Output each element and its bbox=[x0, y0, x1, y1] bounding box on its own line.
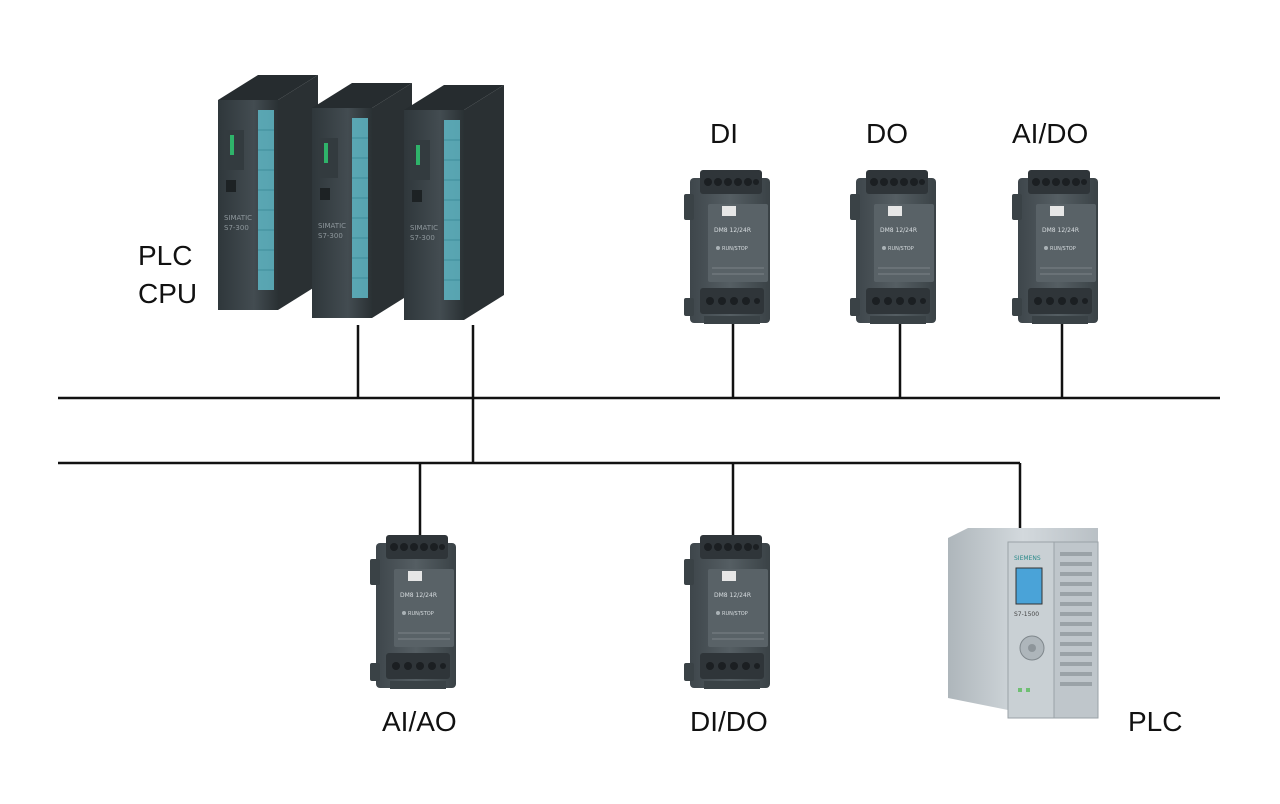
label-di-do: DI/DO bbox=[690, 706, 768, 737]
label-plc-cpu-line1: PLC bbox=[138, 240, 193, 271]
plc-cpu-rack bbox=[217, 74, 505, 321]
cpu-module-3 bbox=[403, 84, 505, 321]
di-module bbox=[683, 169, 771, 325]
label-ai-ao: AI/AO bbox=[382, 706, 457, 737]
cpu-module-1 bbox=[217, 74, 319, 311]
label-plc-cpu-line2: CPU bbox=[138, 278, 198, 309]
svg-text:SIEMENS: SIEMENS bbox=[1014, 555, 1041, 562]
cpu-module-2 bbox=[311, 82, 413, 319]
svg-text:S7-1500: S7-1500 bbox=[1014, 611, 1039, 618]
do-module bbox=[849, 169, 937, 325]
ai-do-module bbox=[1011, 169, 1099, 325]
label-do: DO bbox=[866, 118, 908, 149]
di-do-module bbox=[683, 534, 771, 690]
label-di: DI bbox=[710, 118, 738, 149]
plc-device: SIEMENS S7-1500 bbox=[948, 528, 1099, 719]
bus-lines bbox=[58, 318, 1220, 535]
ai-ao-module bbox=[369, 534, 457, 690]
label-plc: PLC bbox=[1128, 706, 1183, 737]
label-ai-do: AI/DO bbox=[1012, 118, 1089, 149]
